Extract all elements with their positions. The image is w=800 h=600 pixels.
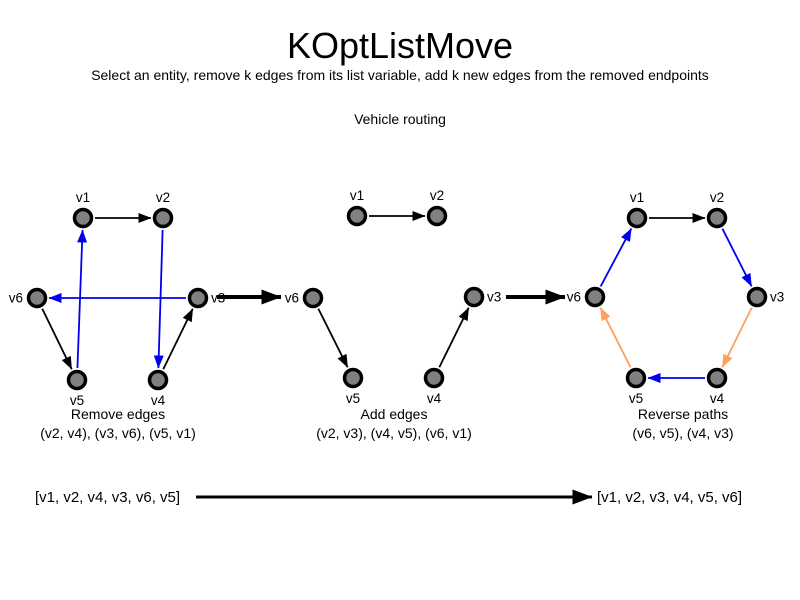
- flow-arrows-layer: [196, 289, 593, 505]
- caption-add-edges-title: Add edges: [360, 406, 428, 422]
- remove-edges-node-label-v2: v2: [156, 190, 170, 205]
- add-edges-node-label-v3: v3: [487, 290, 501, 305]
- remove-edges-edge-v6-v5: [41, 308, 73, 370]
- edges-layer: [41, 211, 753, 383]
- reverse-paths-edge-v2-v3: [721, 228, 753, 287]
- reverse-paths-node-v6: [584, 286, 606, 308]
- reverse-paths-node-v1: [626, 207, 648, 229]
- reverse-paths-node-label-v2: v2: [710, 190, 724, 205]
- remove-edges-node-v2: [152, 207, 174, 229]
- add-edges-edge-v6-v5: [317, 308, 349, 368]
- reverse-paths-edge-v5-v6: [599, 307, 632, 368]
- caption-remove-edges-detail: (v2, v4), (v3, v6), (v5, v1): [40, 425, 196, 441]
- nodes-layer: [26, 205, 768, 391]
- remove-edges-node-v1: [72, 207, 94, 229]
- remove-edges-node-label-v1: v1: [76, 190, 90, 205]
- add-edges-node-label-v5: v5: [346, 391, 360, 406]
- add-edges-node-v6: [302, 287, 324, 309]
- caption-reverse-paths-title: Reverse paths: [637, 406, 729, 422]
- reverse-paths-node-label-v4: v4: [710, 391, 725, 406]
- remove-edges-node-v3: [187, 287, 209, 309]
- add-edges-node-v2: [426, 205, 448, 227]
- caption-reverse-paths: Reverse paths (v6, v5), (v4, v3): [632, 405, 733, 443]
- add-edges-node-label-v4: v4: [427, 391, 442, 406]
- page-subtitle: Select an entity, remove k edges from it…: [91, 67, 709, 83]
- remove-edges-edge-v2-v4: [153, 229, 164, 369]
- remove-edges-node-label-v3: v3: [211, 291, 225, 306]
- add-edges-node-label-v2: v2: [430, 188, 444, 203]
- reverse-paths-node-label-v6: v6: [567, 290, 581, 305]
- caption-add-edges: Add edges (v2, v3), (v4, v5), (v6, v1): [316, 405, 472, 443]
- reverse-paths-node-v4: [706, 367, 728, 389]
- remove-edges-node-label-v5: v5: [70, 393, 84, 408]
- remove-edges-node-v5: [66, 369, 88, 391]
- remove-edges-node-v4: [147, 369, 169, 391]
- reverse-paths-node-label-v3: v3: [770, 290, 784, 305]
- add-edges-node-v5: [342, 367, 364, 389]
- caption-reverse-paths-detail: (v6, v5), (v4, v3): [632, 425, 734, 441]
- remove-edges-edge-v4-v3: [162, 308, 194, 370]
- add-edges-node-v4: [423, 367, 445, 389]
- page-title: KOptListMove: [286, 25, 514, 66]
- reverse-paths-node-label-v5: v5: [629, 391, 643, 406]
- add-edges-edge-v4-v3: [438, 307, 470, 368]
- caption-remove-edges-title: Remove edges: [70, 406, 166, 422]
- remove-edges-node-label-v4: v4: [151, 393, 166, 408]
- remove-edges-node-label-v6: v6: [9, 291, 23, 306]
- reverse-paths-node-v3: [746, 286, 768, 308]
- list-after: [v1, v2, v3, v4, v5, v6]: [597, 489, 743, 506]
- node-labels-layer: v1 v2 v3 v4 v5 v6 v1 v2 v3 v4 v5 v6 v1 v2 v3 v4 v5 v6: [9, 188, 785, 408]
- add-edges-node-label-v6: v6: [285, 291, 299, 306]
- add-edges-node-v3: [463, 286, 485, 308]
- reverse-paths-node-v2: [706, 207, 728, 229]
- reverse-paths-node-v5: [625, 367, 647, 389]
- remove-edges-node-v6: [26, 287, 48, 309]
- remove-edges-edge-v5-v1: [76, 229, 88, 369]
- add-edges-node-label-v1: v1: [350, 188, 364, 203]
- caption-add-edges-detail: (v2, v3), (v4, v5), (v6, v1): [316, 425, 472, 441]
- add-edges-node-v1: [346, 205, 368, 227]
- reverse-paths-edge-v6-v1: [599, 228, 633, 287]
- list-before: [v1, v2, v4, v3, v6, v5]: [35, 489, 181, 506]
- section-label: Vehicle routing: [354, 111, 446, 127]
- caption-remove-edges: Remove edges (v2, v4), (v3, v6), (v5, v1…: [40, 405, 196, 443]
- reverse-paths-node-label-v1: v1: [630, 190, 644, 205]
- reverse-paths-edge-v3-v4: [721, 307, 753, 368]
